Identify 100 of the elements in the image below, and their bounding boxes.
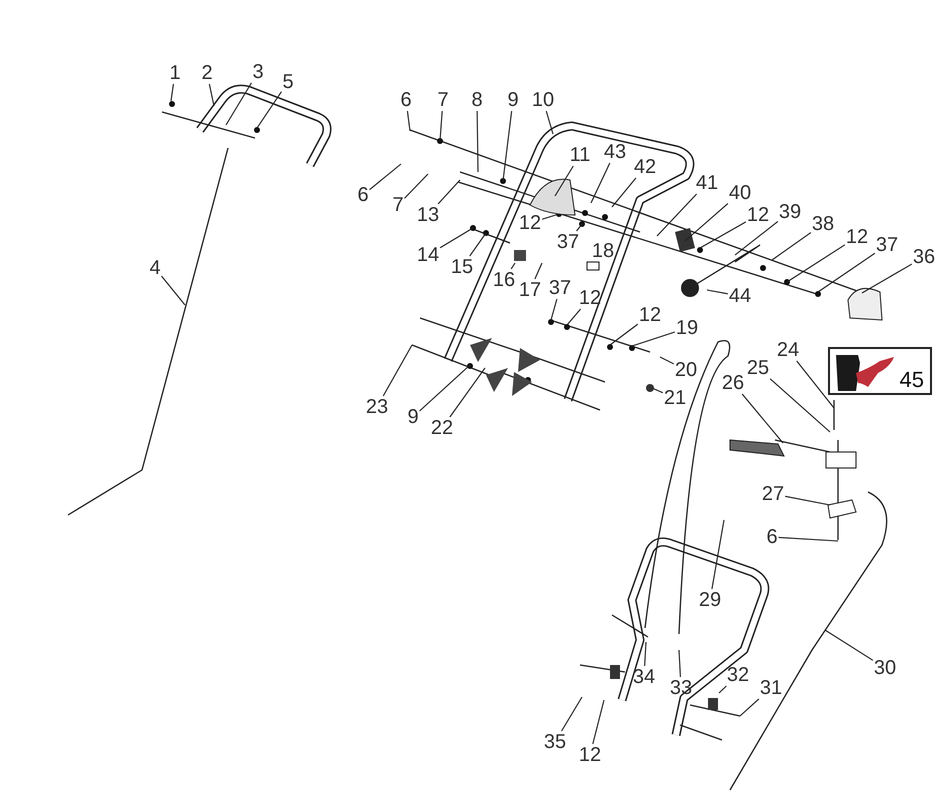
callout-number: 7 (392, 195, 404, 215)
leader-line (778, 536, 838, 542)
leader-line (718, 686, 727, 694)
leader-line (369, 164, 402, 190)
callout-number: 43 (604, 142, 626, 162)
leader-line (226, 82, 252, 126)
callout-number: 19 (676, 318, 698, 338)
callout-number: 36 (912, 247, 936, 267)
leader-line (449, 368, 486, 418)
leader-line (546, 110, 554, 134)
callout-number: 11 (570, 145, 590, 165)
leader-line (550, 298, 558, 320)
callout-number: 38 (812, 214, 834, 234)
callout-number: 21 (664, 388, 686, 408)
leader-line (476, 111, 479, 172)
callout-number: 35 (544, 732, 566, 752)
callout-number: 5 (282, 72, 294, 92)
callout-number: 27 (762, 484, 784, 504)
callout-number: 20 (674, 360, 698, 380)
leader-line (740, 698, 760, 716)
leader-line (632, 331, 676, 347)
callout-number: 15 (450, 257, 474, 277)
leader-line (542, 213, 560, 220)
callout-number: 1 (169, 63, 181, 83)
callout-number: 2 (201, 63, 213, 83)
leader-line (711, 520, 725, 590)
leader-line (644, 642, 647, 666)
leader-line (406, 110, 411, 132)
callout-number: 10 (532, 90, 554, 110)
callout-number: 22 (430, 418, 454, 438)
leader-line (256, 91, 282, 128)
callout-number: 17 (518, 280, 542, 300)
leader-line (684, 203, 728, 242)
leader-line (656, 194, 698, 236)
callout-number: 33 (670, 678, 692, 698)
leader-line (208, 84, 215, 106)
leader-line (554, 166, 574, 196)
leader-line (566, 308, 582, 326)
leader-line (652, 388, 664, 394)
leader-line (561, 696, 582, 732)
leader-line (419, 364, 470, 412)
leader-line (610, 324, 638, 346)
callout-number: 7 (437, 90, 449, 110)
callout-number: 14 (416, 245, 440, 265)
inset-box (828, 347, 932, 395)
callout-number: 23 (366, 397, 388, 417)
switch-lever-drawing (834, 353, 896, 393)
callout-number: 25 (746, 358, 770, 378)
callout-number: 44 (728, 286, 752, 306)
callout-number: 12 (846, 227, 868, 247)
leader-line (734, 221, 778, 256)
leader-line (678, 650, 681, 678)
callout-number: 37 (548, 278, 572, 298)
leader-line (824, 630, 874, 661)
callout-number: 32 (726, 665, 750, 685)
leader-line (170, 84, 174, 102)
callout-number: 6 (400, 90, 412, 110)
callout-number: 12 (578, 288, 602, 308)
leader-line (742, 394, 784, 444)
callout-number: 40 (728, 183, 752, 203)
callout-number: 3 (252, 62, 264, 82)
leader-line (700, 221, 746, 248)
callout-number: 29 (698, 590, 722, 610)
callout-number: 8 (471, 90, 483, 110)
callout-number: 4 (149, 258, 161, 278)
callout-number: 12 (578, 745, 602, 765)
callout-number: 12 (746, 205, 770, 225)
callout-number: 6 (357, 185, 369, 205)
leader-line (382, 344, 412, 396)
leader-line (404, 174, 428, 199)
leader-line (576, 224, 582, 232)
leader-line (469, 232, 486, 256)
callout-number: 9 (507, 90, 519, 110)
callout-number: 30 (874, 658, 896, 678)
callout-number: 9 (407, 407, 419, 427)
callout-number: 45 (900, 369, 924, 391)
leader-line (770, 378, 830, 432)
leader-line (592, 700, 605, 744)
callout-number: 18 (592, 241, 614, 261)
callout-number: 24 (776, 340, 800, 360)
callout-number: 37 (556, 232, 580, 252)
leader-line (796, 360, 834, 408)
leader-line (785, 496, 830, 506)
leader-line (862, 264, 912, 294)
leader-line (439, 110, 443, 142)
leader-line (612, 178, 636, 208)
callout-number: 39 (778, 202, 802, 222)
callout-number: 13 (416, 205, 440, 225)
callout-number: 16 (492, 270, 516, 290)
callout-number: 37 (876, 235, 898, 255)
leader-line (510, 262, 516, 270)
leader-line (786, 244, 846, 282)
leader-line (818, 252, 876, 292)
leader-line (440, 228, 474, 248)
callout-number: 12 (638, 305, 662, 325)
callout-number: 6 (766, 527, 778, 547)
leader-line (590, 162, 610, 204)
leader-line (706, 289, 728, 294)
callout-number: 26 (722, 373, 744, 393)
callout-number: 31 (760, 678, 782, 698)
